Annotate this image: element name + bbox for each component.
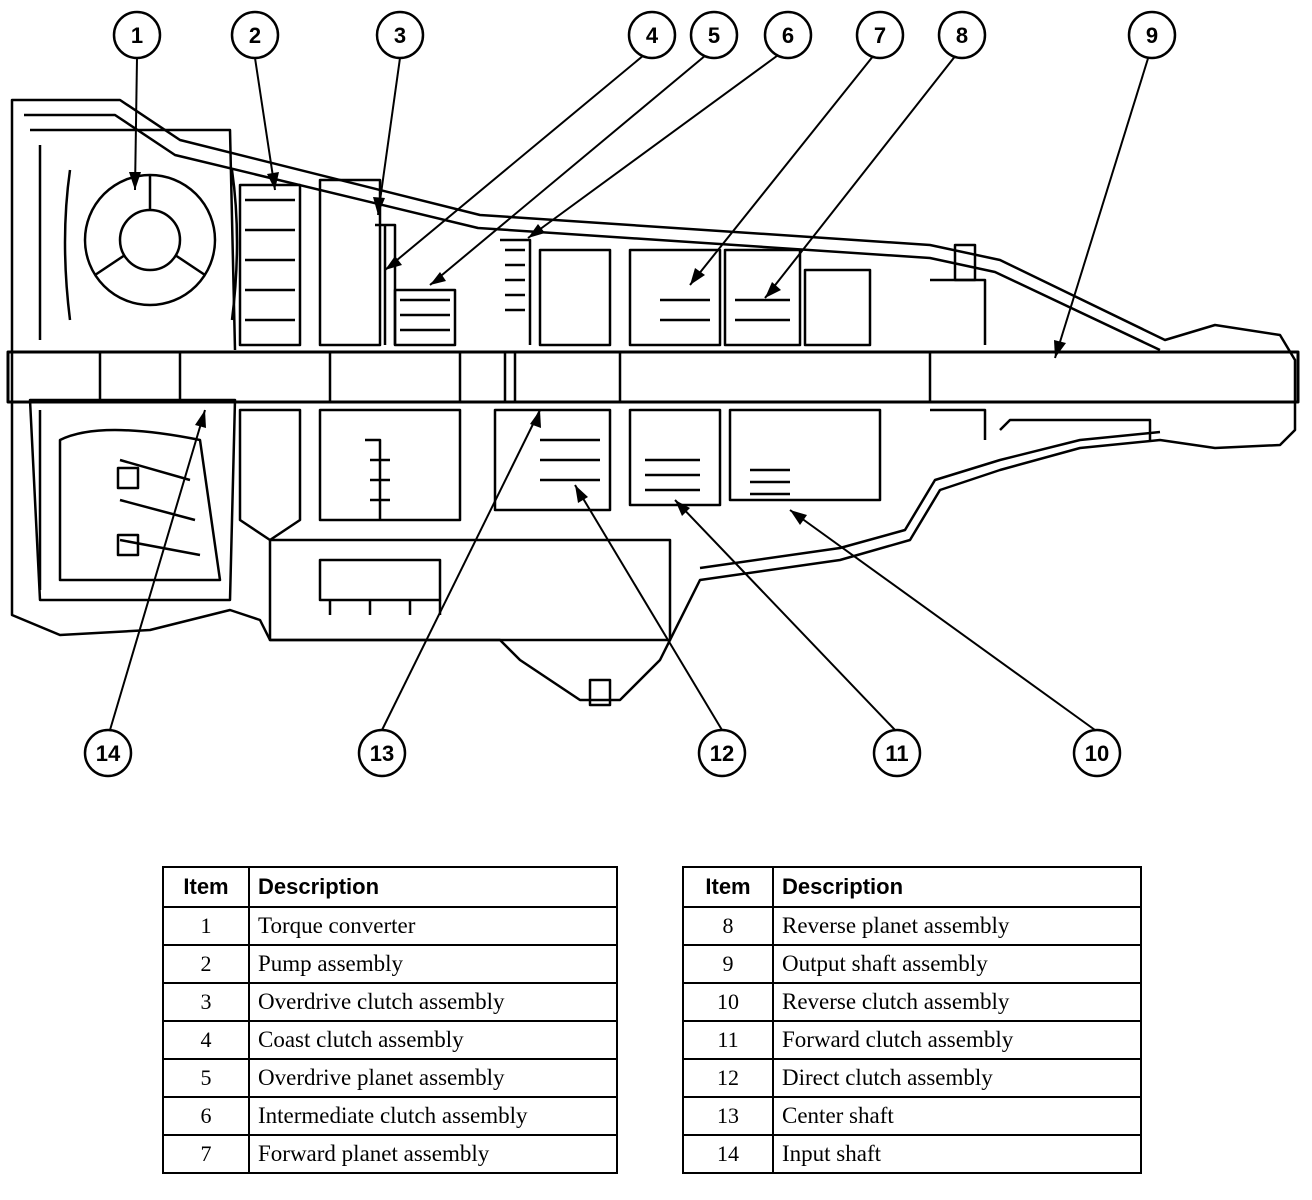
extension-housing (930, 278, 987, 440)
callout-3: 3 (375, 10, 425, 60)
item-column-header: Item (682, 866, 774, 908)
svg-text:2: 2 (249, 23, 261, 48)
callout-7: 7 (855, 10, 905, 60)
svg-text:8: 8 (956, 23, 968, 48)
item-number: 9 (682, 944, 774, 984)
transmission-cutaway-diagram: 1 2 3 4 5 6 7 8 9 10 11 12 (6, 10, 1300, 778)
item-description: Forward planet assembly (248, 1134, 618, 1174)
callout-9: 9 (1127, 10, 1177, 60)
svg-text:9: 9 (1146, 23, 1158, 48)
item-number: 5 (162, 1058, 250, 1098)
item-description: Torque converter (248, 906, 618, 946)
svg-text:10: 10 (1085, 741, 1109, 766)
item-description: Intermediate clutch assembly (248, 1096, 618, 1136)
item-description: Reverse planet assembly (772, 906, 1142, 946)
item-number: 6 (162, 1096, 250, 1136)
item-number: 12 (682, 1058, 774, 1098)
item-description: Overdrive clutch assembly (248, 982, 618, 1022)
svg-text:13: 13 (370, 741, 394, 766)
callout-5: 5 (689, 10, 739, 60)
callout-12: 12 (697, 728, 747, 778)
item-column-header: Item (162, 866, 250, 908)
item-number: 14 (682, 1134, 774, 1174)
svg-text:4: 4 (646, 23, 659, 48)
description-column-header: Description (772, 866, 1142, 908)
callout-8: 8 (937, 10, 987, 60)
callout-14: 14 (83, 728, 133, 778)
legend-header-row: Item Description (682, 866, 1142, 908)
callout-6: 6 (763, 10, 813, 60)
item-number: 1 (162, 906, 250, 946)
intermediate-clutch-shape (500, 238, 532, 345)
bell-housing (28, 128, 237, 602)
main-shaft (6, 350, 1300, 404)
item-number: 3 (162, 982, 250, 1022)
item-number: 11 (682, 1020, 774, 1060)
svg-text:7: 7 (874, 23, 886, 48)
item-description: Input shaft (772, 1134, 1142, 1174)
item-number: 13 (682, 1096, 774, 1136)
callout-2: 2 (230, 10, 280, 60)
description-column-header: Description (248, 866, 618, 908)
svg-text:11: 11 (885, 741, 908, 766)
item-number: 2 (162, 944, 250, 984)
item-description: Overdrive planet assembly (248, 1058, 618, 1098)
svg-text:6: 6 (782, 23, 794, 48)
reverse-planet-shape (723, 248, 802, 347)
legend-header-row: Item Description (162, 866, 618, 908)
callout-13: 13 (357, 728, 407, 778)
callout-10: 10 (1072, 728, 1122, 778)
item-number: 8 (682, 906, 774, 946)
item-description: Center shaft (772, 1096, 1142, 1136)
overdrive-planet-shape (393, 288, 457, 347)
item-description: Direct clutch assembly (772, 1058, 1142, 1098)
svg-text:1: 1 (131, 23, 143, 48)
callout-4: 4 (627, 10, 677, 60)
callout-11: 11 (872, 728, 922, 778)
pump-shape (238, 183, 302, 347)
item-description: Reverse clutch assembly (772, 982, 1142, 1022)
item-description: Coast clutch assembly (248, 1020, 618, 1060)
item-description: Forward clutch assembly (772, 1020, 1142, 1060)
svg-text:5: 5 (708, 23, 720, 48)
item-number: 4 (162, 1020, 250, 1060)
svg-text:14: 14 (96, 741, 121, 766)
oil-pan (268, 538, 672, 642)
forward-planet-shape (628, 248, 722, 347)
callout-1: 1 (112, 10, 162, 60)
item-description: Pump assembly (248, 944, 618, 984)
svg-text:12: 12 (710, 741, 734, 766)
item-number: 7 (162, 1134, 250, 1174)
item-description: Output shaft assembly (772, 944, 1142, 984)
transmission-case-outline (10, 98, 1297, 702)
svg-text:3: 3 (394, 23, 406, 48)
item-number: 10 (682, 982, 774, 1022)
